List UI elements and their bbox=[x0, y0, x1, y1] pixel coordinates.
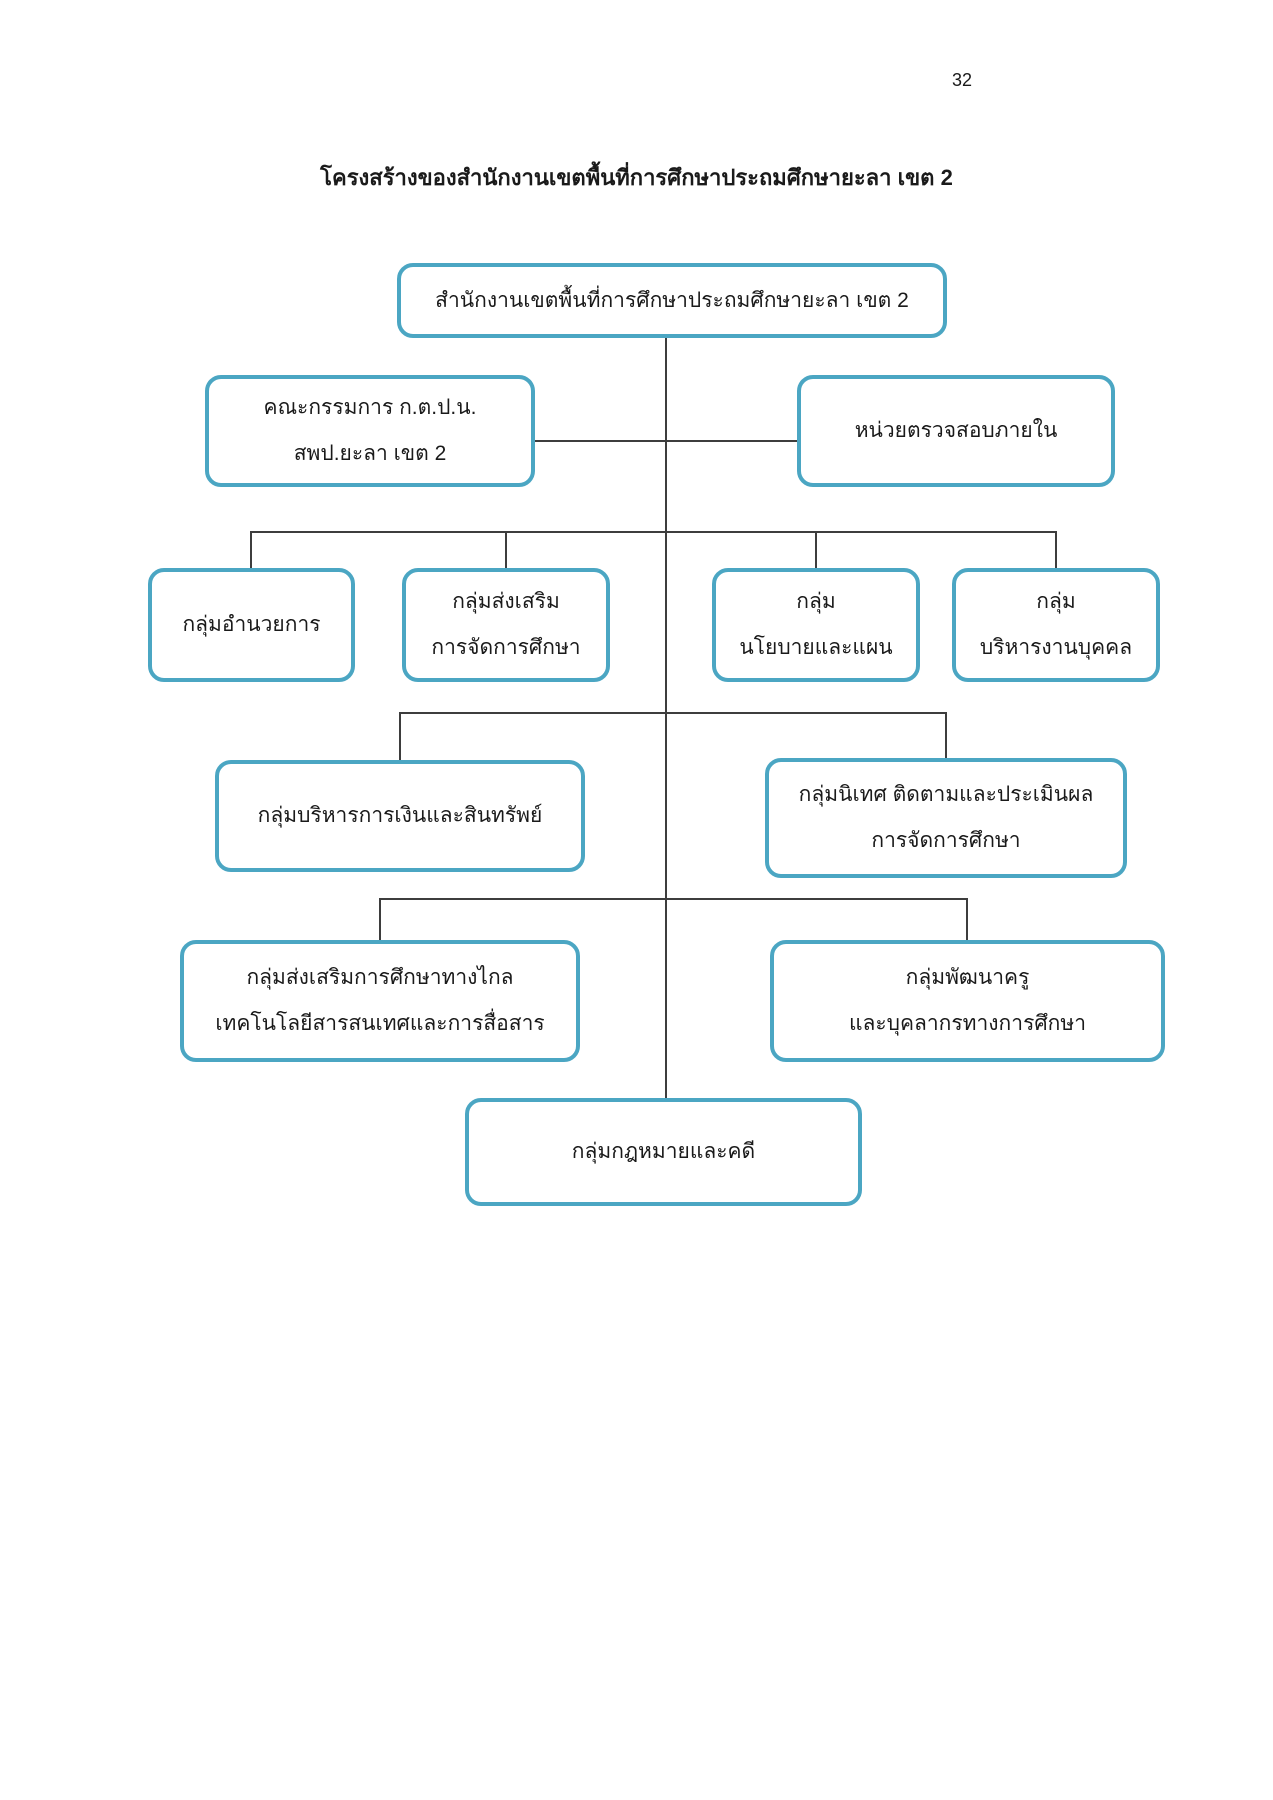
connector-tier1-drop-4 bbox=[1055, 531, 1057, 568]
org-box-teacher-development: กลุ่มพัฒนาครู และบุคลากรทางการศึกษา bbox=[770, 940, 1165, 1062]
connector-tier3-horizontal bbox=[379, 898, 968, 900]
org-box-label: กลุ่มอำนวยการ bbox=[182, 613, 321, 636]
connector-tier3-drop-2 bbox=[966, 898, 968, 940]
org-box-internal-audit: หน่วยตรวจสอบภายใน bbox=[797, 375, 1115, 487]
connector-tier1-horizontal bbox=[250, 531, 1057, 533]
org-box-general-administration: กลุ่มอำนวยการ bbox=[148, 568, 355, 682]
page-number: 32 bbox=[952, 70, 973, 90]
org-box-label-line1: กลุ่มพัฒนาครู bbox=[905, 966, 1030, 989]
org-box-legal-affairs: กลุ่มกฎหมายและคดี bbox=[465, 1098, 862, 1206]
org-box-label-line2: นโยบายและแผน bbox=[739, 636, 893, 659]
org-box-supervision-monitoring: กลุ่มนิเทศ ติดตามและประเมินผล การจัดการศ… bbox=[765, 758, 1127, 878]
connector-trunk bbox=[665, 338, 667, 1100]
org-box-label: กลุ่มกฎหมายและคดี bbox=[571, 1140, 756, 1163]
org-box-committee: คณะกรรมการ ก.ต.ป.น. สพป.ยะลา เขต 2 bbox=[205, 375, 535, 487]
connector-committee-audit bbox=[535, 440, 797, 442]
org-box-committee-line1: คณะกรรมการ ก.ต.ป.น. bbox=[263, 396, 477, 419]
connector-tier1-drop-3 bbox=[815, 531, 817, 568]
connector-tier1-drop-1 bbox=[250, 531, 252, 568]
org-box-label: กลุ่มบริหารการเงินและสินทรัพย์ bbox=[257, 804, 543, 827]
org-box-label-line1: กลุ่ม bbox=[796, 590, 836, 613]
org-box-committee-line2: สพป.ยะลา เขต 2 bbox=[293, 442, 447, 465]
org-box-label-line2: การจัดการศึกษา bbox=[431, 636, 581, 659]
org-box-policy-and-plan: กลุ่ม นโยบายและแผน bbox=[712, 568, 920, 682]
org-box-root-label: สำนักงานเขตพื้นที่การศึกษาประถมศึกษายะลา… bbox=[435, 288, 909, 312]
org-box-finance-and-assets: กลุ่มบริหารการเงินและสินทรัพย์ bbox=[215, 760, 585, 872]
org-box-education-promotion: กลุ่มส่งเสริม การจัดการศึกษา bbox=[402, 568, 610, 682]
org-box-label-line1: กลุ่มนิเทศ ติดตามและประเมินผล bbox=[798, 783, 1094, 806]
connector-tier2-drop-2 bbox=[945, 712, 947, 760]
org-box-label-line2: และบุคลากรทางการศึกษา bbox=[848, 1012, 1087, 1035]
org-box-label-line2: บริหารงานบุคคล bbox=[979, 636, 1133, 659]
org-box-label-line1: กลุ่มส่งเสริมการศึกษาทางไกล bbox=[246, 966, 514, 989]
org-box-personnel-management: กลุ่ม บริหารงานบุคคล bbox=[952, 568, 1160, 682]
connector-tier2-horizontal bbox=[399, 712, 947, 714]
org-box-label-line1: กลุ่ม bbox=[1036, 590, 1076, 613]
page-title: โครงสร้างของสำนักงานเขตพื้นที่การศึกษาปร… bbox=[320, 165, 953, 190]
org-box-label-line1: กลุ่มส่งเสริม bbox=[452, 590, 560, 613]
org-box-internal-audit-label: หน่วยตรวจสอบภายใน bbox=[854, 419, 1058, 442]
connector-tier2-drop-1 bbox=[399, 712, 401, 760]
connector-tier3-drop-1 bbox=[379, 898, 381, 940]
connector-tier1-drop-2 bbox=[505, 531, 507, 568]
org-box-root: สำนักงานเขตพื้นที่การศึกษาประถมศึกษายะลา… bbox=[397, 263, 947, 338]
org-box-label-line2: เทคโนโลยีสารสนเทศและการสื่อสาร bbox=[215, 1012, 545, 1035]
org-box-distance-education-ict: กลุ่มส่งเสริมการศึกษาทางไกล เทคโนโลยีสาร… bbox=[180, 940, 580, 1062]
org-box-label-line2: การจัดการศึกษา bbox=[871, 829, 1021, 852]
